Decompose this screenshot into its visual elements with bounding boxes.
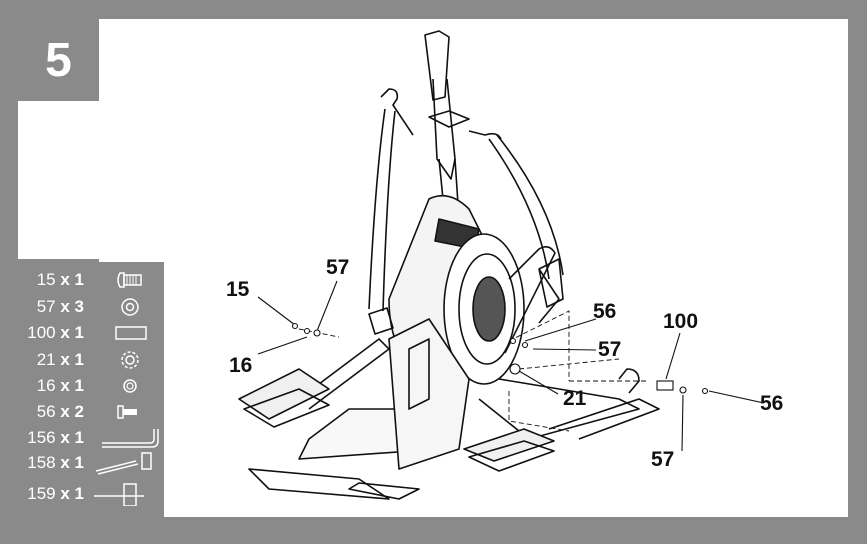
- part-qty: x 1: [60, 323, 84, 342]
- callout-57: 57: [326, 256, 350, 279]
- wrench-icon: [95, 452, 152, 475]
- step-number: 5: [18, 19, 99, 101]
- sleeve-icon: [115, 326, 147, 340]
- allen-key-icon: [102, 429, 159, 448]
- parts-row-15: 15 x 1: [18, 268, 164, 292]
- parts-row-56: 56 x 2: [18, 400, 164, 424]
- screwdriver-icon: [94, 483, 144, 506]
- bolt-icon: [117, 272, 142, 288]
- callout-15: 15: [226, 278, 250, 301]
- part-number: 15: [36, 270, 56, 289]
- part-number: 158: [27, 453, 56, 472]
- callout-21: 21: [563, 387, 587, 410]
- part-qty: x 1: [60, 350, 84, 369]
- parts-row-158: 158 x 1: [18, 451, 164, 475]
- parts-row-100: 100 x 1: [18, 321, 164, 345]
- part-qty: x 1: [60, 484, 84, 503]
- part-number: 21: [36, 350, 56, 369]
- spring-washer-icon: [123, 379, 137, 393]
- part-number: 159: [27, 484, 56, 503]
- parts-row-57: 57 x 3: [18, 295, 164, 319]
- part-number: 57: [36, 297, 56, 316]
- parts-row-159: 159 x 1: [18, 482, 164, 506]
- callout-56: 56: [593, 300, 617, 323]
- callout-56: 56: [760, 392, 784, 415]
- callout-57: 57: [651, 448, 675, 471]
- part-qty: x 1: [60, 453, 84, 472]
- callout-57: 57: [598, 338, 622, 361]
- part-number: 16: [36, 376, 56, 395]
- diagram-canvas-left: [18, 101, 108, 259]
- part-qty: x 1: [60, 428, 84, 447]
- callout-16: 16: [229, 354, 253, 377]
- part-number: 100: [27, 323, 56, 342]
- parts-row-16: 16 x 1: [18, 374, 164, 398]
- part-qty: x 1: [60, 376, 84, 395]
- part-qty: x 3: [60, 297, 84, 316]
- part-number: 156: [27, 428, 56, 447]
- callout-100: 100: [663, 310, 699, 333]
- washer-icon: [121, 298, 139, 316]
- parts-row-21: 21 x 1: [18, 348, 164, 372]
- nut-icon: [121, 351, 139, 369]
- part-qty: x 2: [60, 402, 84, 421]
- screw-icon: [117, 405, 137, 419]
- part-qty: x 1: [60, 270, 84, 289]
- parts-list: 15 x 1 57 x 3 100 x 1 21 x 1 16 x 1 56 x…: [18, 262, 164, 518]
- elliptical-trainer-drawing: [238, 30, 765, 500]
- part-number: 56: [36, 402, 56, 421]
- parts-row-156: 156 x 1: [18, 426, 164, 450]
